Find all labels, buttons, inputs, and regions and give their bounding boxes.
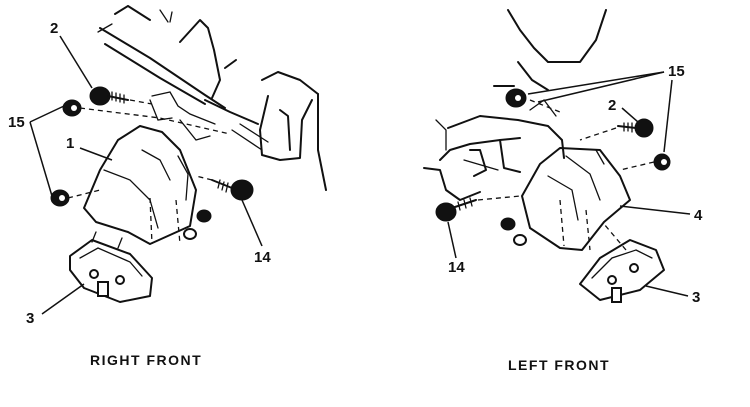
left-bolt-14 (435, 197, 477, 222)
left-nut-15-right (653, 153, 671, 171)
right-nut-15-upper (62, 99, 82, 117)
right-front-assembly: 2 15 1 14 3 RIGHT FRONT (8, 5, 327, 368)
callout-1: 1 (66, 135, 74, 152)
right-nut-15-lower (50, 189, 70, 207)
mount-stud-icon (115, 275, 125, 285)
callout-4: 4 (694, 207, 703, 224)
callout-15: 15 (8, 114, 25, 131)
callout-2: 2 (608, 97, 616, 114)
callout-3: 3 (26, 310, 34, 327)
left-bolt-2 (617, 118, 654, 138)
left-small-nut (500, 217, 527, 246)
right-engine-mount (69, 231, 153, 303)
mount-stud-icon (629, 263, 639, 273)
left-frame-structure (423, 9, 607, 201)
left-front-assembly: 15 2 4 14 3 LEFT FRONT (423, 9, 703, 373)
right-bolt-2 (89, 86, 129, 106)
right-mount-bracket (83, 125, 197, 245)
callout-3: 3 (692, 289, 700, 306)
left-engine-mount (579, 239, 665, 303)
callout-14: 14 (448, 259, 465, 276)
right-bolt-14 (211, 179, 254, 201)
callout-14: 14 (254, 249, 271, 266)
callout-2: 2 (50, 20, 58, 37)
left-mount-bracket (521, 147, 631, 251)
callout-15: 15 (668, 63, 685, 80)
mount-stud-icon (97, 281, 109, 297)
right-frame-structure (97, 5, 327, 191)
caption-left-front: LEFT FRONT (508, 357, 610, 373)
right-small-nut (183, 209, 212, 240)
caption-right-front: RIGHT FRONT (90, 352, 202, 368)
mount-stud-icon (607, 275, 617, 285)
mount-stud-icon (89, 269, 99, 279)
mount-stud-icon (611, 287, 622, 303)
left-nut-15-upper (505, 88, 527, 108)
